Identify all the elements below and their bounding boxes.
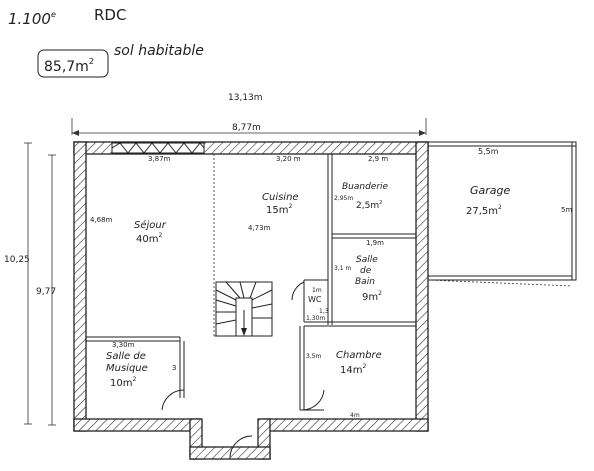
door-swings [161,281,325,459]
cuisine-width: 3,20 m [276,155,301,163]
sejour-width: 3,87m [148,155,171,163]
chambre-mark: 4m [350,412,360,419]
wc-extra: 1,30m [306,315,325,322]
wc-width: 1m [312,287,322,294]
musique-height: 3 [172,364,176,372]
musique-name-1: Salle de [106,351,146,362]
buanderie-width: 2,9 m [368,155,388,163]
area-label: sol habitable [114,43,204,59]
header: 1.100e RDC 85,7m2 sol habitable [8,6,204,78]
cuisine-area: 15m2 [266,203,292,216]
sdb-area: 9m2 [362,290,382,303]
total-width-label: 13,13m [228,93,263,103]
wall-bottom-left [73,418,201,432]
wall-bottom-right [261,418,429,432]
garage-area: 27,5m2 [466,204,502,217]
house-width-label: 8,77m [232,123,261,133]
musique-name-2: Musique [106,363,148,374]
buanderie-name: Buanderie [342,182,389,192]
room-salle-de-musique: 3,30m Salle de Musique 3 10m2 [106,341,176,389]
garage-name: Garage [470,184,511,197]
sejour-name: Séjour [134,219,167,231]
wall-right [415,141,429,432]
room-wc: 1m WC 1,3 1,30m [306,287,329,322]
sdb-name-3: Bain [355,277,375,287]
sdb-height: 3,1 m [334,265,351,272]
entrance-wall-bottom [189,446,271,460]
chambre-area: 14m2 [340,363,366,376]
sejour-area: 40m2 [136,232,162,245]
sejour-height: 4,68m [90,216,113,224]
room-chambre: 3,5m Chambre 14m2 4m [306,350,382,419]
exterior-walls [73,141,429,460]
level-text: RDC [94,6,126,24]
cuisine-name: Cuisine [262,192,299,203]
sdb-name-2: de [360,266,372,276]
inner-height-label: 9,77 [36,287,56,297]
interior-walls [86,154,416,410]
room-salle-de-bain: 1,9m 3,1 m Salle de Bain 9m2 [334,239,384,303]
musique-area: 10m2 [110,376,136,389]
wc-height: 1,3 [319,308,329,315]
area-box [37,49,109,78]
area-value: 85,7m2 [44,57,94,75]
chambre-height: 3,5m [306,353,322,360]
wall-left [73,141,87,432]
room-cuisine: 3,20 m 4,73m Cuisine 15m2 [248,155,301,232]
dimension-lines: 13,13m 8,77m 10,25 9,77 [4,93,427,426]
garage-outline: 5,5m 5m Garage 27,5m2 [427,141,577,287]
garage-width: 5,5m [478,147,499,156]
room-buanderie: 2,9 m 2,95m Buanderie 2,5m2 [334,155,389,211]
garage-height: 5m [561,206,572,214]
total-height-label: 10,25 [4,255,30,265]
buanderie-area: 2,5m2 [356,200,382,211]
sdb-name-1: Salle [356,255,378,265]
buanderie-height: 2,95m [334,195,353,202]
cuisine-height: 4,73m [248,224,271,232]
musique-width: 3,30m [112,341,135,349]
staircase [215,281,273,337]
room-sejour: 3,87m 4,68m Séjour 40m2 [90,155,171,245]
sdb-width: 1,9m [366,239,384,247]
wc-name: WC [308,295,322,304]
chambre-name: Chambre [336,350,382,361]
scale-text: 1.100e [8,10,56,28]
